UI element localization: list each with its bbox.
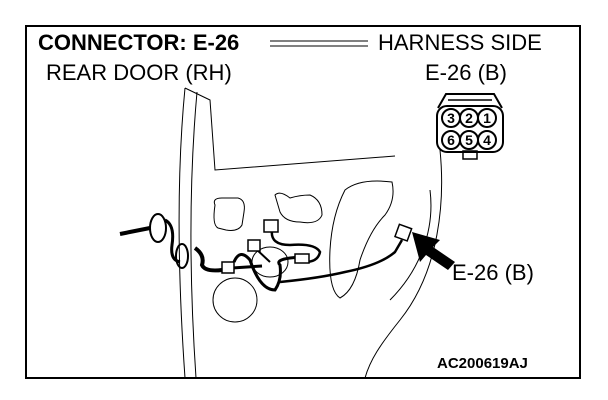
connector-title: CONNECTOR: E-26: [38, 30, 240, 55]
figure-code: AC200619AJ: [437, 355, 528, 372]
callout-label: E-26 (B): [452, 260, 534, 285]
pin-6: 6: [447, 132, 455, 148]
pin-2: 2: [465, 110, 473, 126]
location-label: REAR DOOR (RH): [46, 60, 232, 85]
harness-side-label: HARNESS SIDE: [378, 30, 542, 55]
diagram-frame: [25, 25, 581, 379]
pin-5: 5: [465, 132, 473, 148]
connector-id-label: E-26 (B): [425, 60, 507, 85]
pin-1: 1: [483, 110, 491, 126]
pin-3: 3: [447, 110, 455, 126]
pin-4: 4: [483, 132, 491, 148]
